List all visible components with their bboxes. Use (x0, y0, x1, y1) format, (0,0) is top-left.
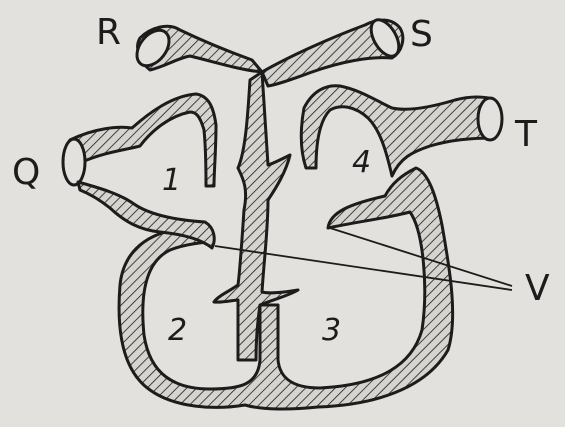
left-atrium-wall (78, 182, 214, 248)
septum (214, 72, 298, 360)
vessel-Q (70, 94, 216, 186)
chamber-3-label: 3 (322, 313, 341, 348)
vessel-T (301, 86, 495, 176)
label-T: T (514, 114, 538, 155)
chamber-4-label: 4 (352, 145, 371, 180)
label-S: S (410, 14, 433, 55)
label-V: V (525, 268, 550, 309)
chamber-1-label: 1 (162, 163, 181, 198)
label-R: R (96, 12, 121, 53)
ventricle-wall (119, 168, 453, 409)
vessel-Q-opening (63, 139, 85, 185)
chamber-2-label: 2 (168, 313, 187, 348)
vessel-T-opening (478, 98, 502, 140)
label-Q: Q (12, 152, 40, 193)
